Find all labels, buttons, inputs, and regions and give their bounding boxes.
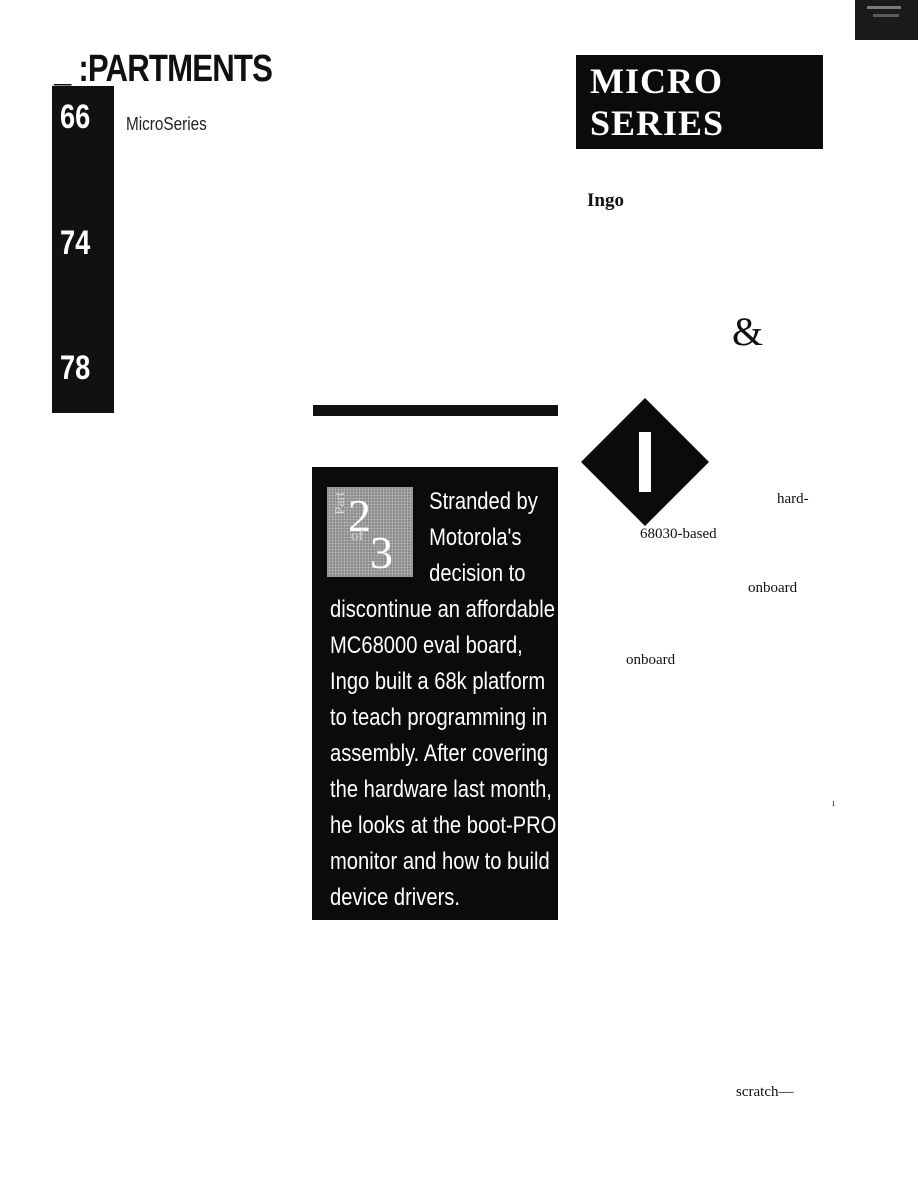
part-number: 2 xyxy=(348,490,371,541)
deck-line: decision to xyxy=(429,560,526,587)
scan-artifact xyxy=(855,0,918,40)
department-label-microseries[interactable]: MicroSeries xyxy=(126,114,207,134)
body-fragment: onboard xyxy=(748,580,798,596)
part-of-word: of xyxy=(351,528,364,544)
part-indicator xyxy=(327,487,413,577)
deck-line: he looks at the boot-PROM xyxy=(330,812,574,839)
department-number-78[interactable]: 78 xyxy=(60,349,91,387)
deck-line: Motorola's xyxy=(429,524,522,551)
article-deck: Stranded by Motorola's decision to disco… xyxy=(330,484,574,916)
deck-line: device drivers. xyxy=(330,884,460,911)
departments-heading: _ :PARTMENTS xyxy=(54,48,273,90)
scan-speck: ı xyxy=(832,797,836,809)
drop-cap-letter xyxy=(639,432,651,492)
department-number-74[interactable]: 74 xyxy=(60,224,91,262)
department-number-66[interactable]: 66 xyxy=(60,98,91,136)
body-fragment: hard- xyxy=(777,491,809,507)
author-name: Ingo xyxy=(587,190,624,211)
department-tick xyxy=(102,124,114,129)
ampersand: & xyxy=(732,309,764,354)
deck-line: assembly. After covering xyxy=(330,740,549,767)
deck-line: Ingo built a 68k platform xyxy=(330,668,546,695)
departments-sidebar-bar xyxy=(52,86,114,413)
body-fragment: onboard xyxy=(626,652,676,668)
body-fragment: scratch— xyxy=(736,1084,794,1100)
series-title-line-1: MICRO xyxy=(590,61,723,101)
part-total: 3 xyxy=(370,527,393,578)
deck-line: to teach programming in xyxy=(330,704,548,731)
series-title-line-2: SERIES xyxy=(590,103,725,143)
drop-cap-diamond: I xyxy=(581,398,709,526)
column-rule xyxy=(313,405,558,416)
deck-line: the hardware last month, xyxy=(330,776,552,803)
deck-line: discontinue an affordable xyxy=(330,596,555,623)
deck-line: monitor and how to build xyxy=(330,848,550,875)
body-fragment: 68030-based xyxy=(640,526,717,542)
series-title-box xyxy=(576,55,823,149)
deck-line: Stranded by xyxy=(429,488,538,515)
deck-line: MC68000 eval board, xyxy=(330,632,523,659)
